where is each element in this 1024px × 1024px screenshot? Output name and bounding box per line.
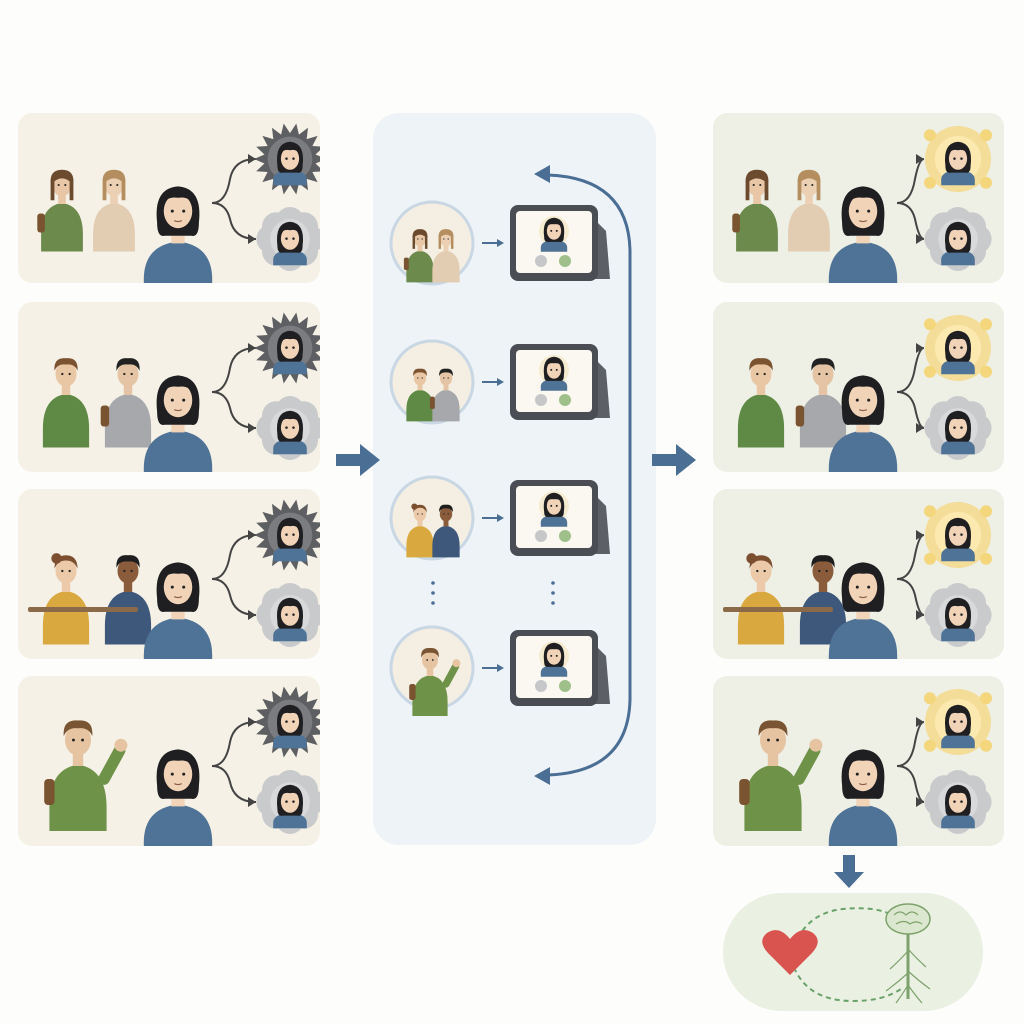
neutral-button bbox=[535, 255, 547, 267]
flow-arrow-down bbox=[834, 855, 864, 888]
brain-nerve-icon bbox=[886, 904, 930, 1003]
after-scene-4 bbox=[713, 676, 1004, 846]
scenario-thumbnail bbox=[391, 627, 473, 716]
cafe-table bbox=[723, 607, 833, 612]
branch-arrows bbox=[897, 343, 924, 433]
branch-arrows bbox=[897, 154, 924, 244]
woman-figure bbox=[829, 749, 897, 846]
scenario-thumbnail bbox=[391, 202, 473, 284]
outcome-panel bbox=[723, 893, 983, 1011]
man-waving-figure bbox=[739, 720, 822, 831]
ellipsis-dot bbox=[551, 581, 555, 585]
ellipsis-dot bbox=[431, 581, 435, 585]
woman-yellow-figure bbox=[738, 553, 784, 644]
tablet-device bbox=[510, 205, 610, 281]
tablet-device bbox=[510, 480, 610, 556]
after-panel-1 bbox=[713, 113, 1004, 283]
man-gray-figure bbox=[796, 358, 846, 447]
after-panel-3 bbox=[713, 489, 1004, 659]
loop-arrowhead-bottom bbox=[534, 767, 550, 785]
after-panel-2 bbox=[713, 302, 1004, 472]
flow-arrow-out-of-training bbox=[652, 444, 696, 476]
step-arrowhead bbox=[497, 239, 504, 247]
neutral-button bbox=[535, 680, 547, 692]
scenario-thumbnail bbox=[391, 341, 473, 423]
tablet-device bbox=[510, 344, 610, 420]
positive-button bbox=[559, 680, 571, 692]
after-scene-3 bbox=[713, 489, 1004, 659]
outcome-illustration bbox=[723, 893, 983, 1011]
after-panel-4 bbox=[713, 676, 1004, 846]
after-scene-2 bbox=[713, 302, 1004, 472]
step-arrowhead bbox=[497, 378, 504, 386]
woman-blonde-figure bbox=[788, 170, 830, 252]
ellipsis-dot bbox=[551, 601, 555, 605]
flow-arrow-into-training bbox=[336, 444, 380, 476]
after-scene-1 bbox=[713, 113, 1004, 283]
ellipsis-dot bbox=[551, 591, 555, 595]
step-arrowhead bbox=[497, 514, 504, 522]
positive-button bbox=[559, 394, 571, 406]
branch-arrows bbox=[897, 530, 924, 620]
scenario-thumbnail bbox=[391, 477, 473, 559]
ellipsis-dot bbox=[431, 591, 435, 595]
positive-button bbox=[559, 530, 571, 542]
tablet-device bbox=[510, 630, 610, 706]
heart-icon bbox=[762, 930, 818, 975]
neutral-button bbox=[535, 530, 547, 542]
connection-dashed-bottom bbox=[791, 959, 901, 1001]
woman-figure bbox=[829, 186, 897, 283]
positive-button bbox=[559, 255, 571, 267]
branch-arrows bbox=[897, 717, 924, 807]
ellipsis-dot bbox=[431, 601, 435, 605]
loop-arrowhead-top bbox=[534, 165, 550, 183]
man-green-jacket-figure bbox=[738, 358, 784, 447]
step-arrowhead bbox=[497, 664, 504, 672]
neutral-button bbox=[535, 394, 547, 406]
woman-green-figure bbox=[732, 170, 778, 252]
